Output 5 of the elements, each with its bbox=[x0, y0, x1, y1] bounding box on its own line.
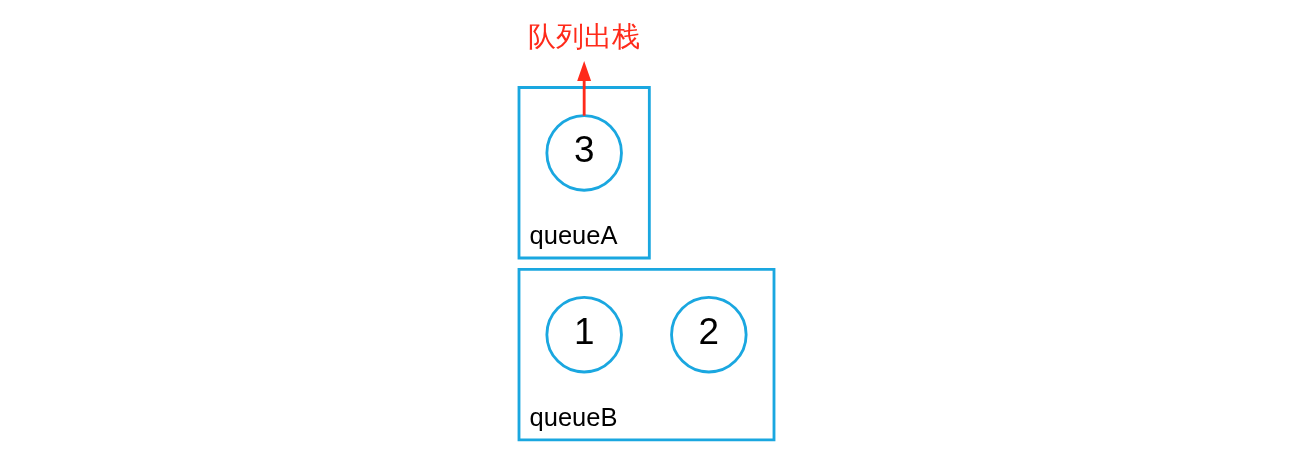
arrow bbox=[576, 61, 591, 116]
node-circle: 3 bbox=[544, 114, 623, 192]
node-circle: 2 bbox=[669, 296, 748, 374]
node-text: 队列出栈 bbox=[527, 20, 640, 53]
node-circle: 1 bbox=[544, 296, 623, 374]
